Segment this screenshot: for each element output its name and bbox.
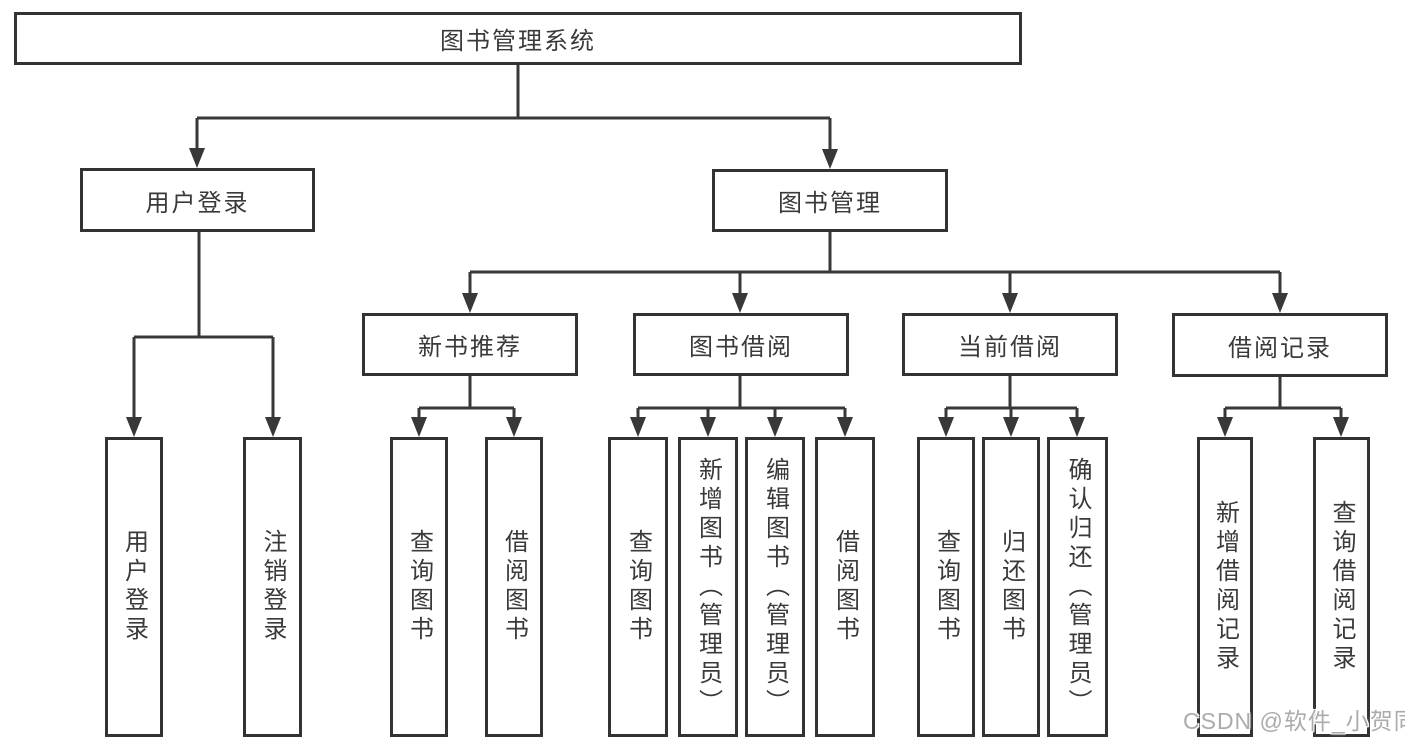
leaf-confirm-return-admin: 确认归还（管理员） (1047, 437, 1108, 737)
node-label: 查询借阅记录 (1328, 500, 1355, 674)
node-user-login: 用户登录 (80, 168, 315, 232)
node-label: 图书管理 (778, 190, 882, 217)
node-label: 用户登录 (120, 529, 148, 645)
node-label: 归还图书 (997, 529, 1025, 645)
watermark: CSDN @软件_小贺同学 (1183, 708, 1405, 734)
node-label: 新书推荐 (418, 334, 522, 361)
node-book-management: 图书管理 (712, 169, 948, 232)
node-library-system: 图书管理系统 (14, 12, 1022, 65)
node-label: 确认归还（管理员） (1064, 456, 1091, 718)
leaf-edit-books-admin: 编辑图书（管理员） (745, 437, 805, 737)
leaf-query-books-borrowing: 查询图书 (608, 437, 668, 737)
node-label: 新增借阅记录 (1211, 500, 1239, 674)
node-label: 用户登录 (145, 189, 250, 217)
node-label: 注销登录 (259, 529, 286, 645)
leaf-query-books-recommend: 查询图书 (390, 437, 448, 737)
node-label: 借阅图书 (500, 529, 528, 645)
node-new-book-recommendation: 新书推荐 (362, 313, 578, 376)
leaf-borrow-books-borrowing: 借阅图书 (815, 437, 875, 737)
leaf-borrow-books-recommend: 借阅图书 (485, 437, 543, 737)
node-borrowing-records: 借阅记录 (1172, 313, 1388, 377)
leaf-logout-login: 注销登录 (243, 437, 302, 737)
node-label: 编辑图书（管理员） (761, 456, 789, 718)
node-current-borrowing: 当前借阅 (902, 313, 1118, 376)
connector-path (132, 65, 1343, 421)
node-label: 查询图书 (932, 529, 960, 645)
leaf-return-books: 归还图书 (982, 437, 1040, 737)
node-label: 查询图书 (405, 529, 433, 645)
node-label: 当前借阅 (958, 334, 1062, 361)
leaf-add-borrow-record: 新增借阅记录 (1197, 437, 1253, 737)
node-book-borrowing: 图书借阅 (633, 313, 849, 376)
node-label: 新增图书（管理员） (694, 456, 722, 718)
leaf-user-login: 用户登录 (105, 437, 163, 737)
node-label: 图书借阅 (689, 334, 793, 361)
leaf-query-books-current: 查询图书 (917, 437, 975, 737)
leaf-add-books-admin: 新增图书（管理员） (678, 437, 738, 737)
leaf-query-borrow-record: 查询借阅记录 (1313, 437, 1370, 737)
node-label: 借阅图书 (831, 529, 859, 645)
node-label: 图书管理系统 (440, 28, 596, 55)
node-label: 查询图书 (624, 529, 652, 645)
node-label: 借阅记录 (1228, 334, 1332, 362)
